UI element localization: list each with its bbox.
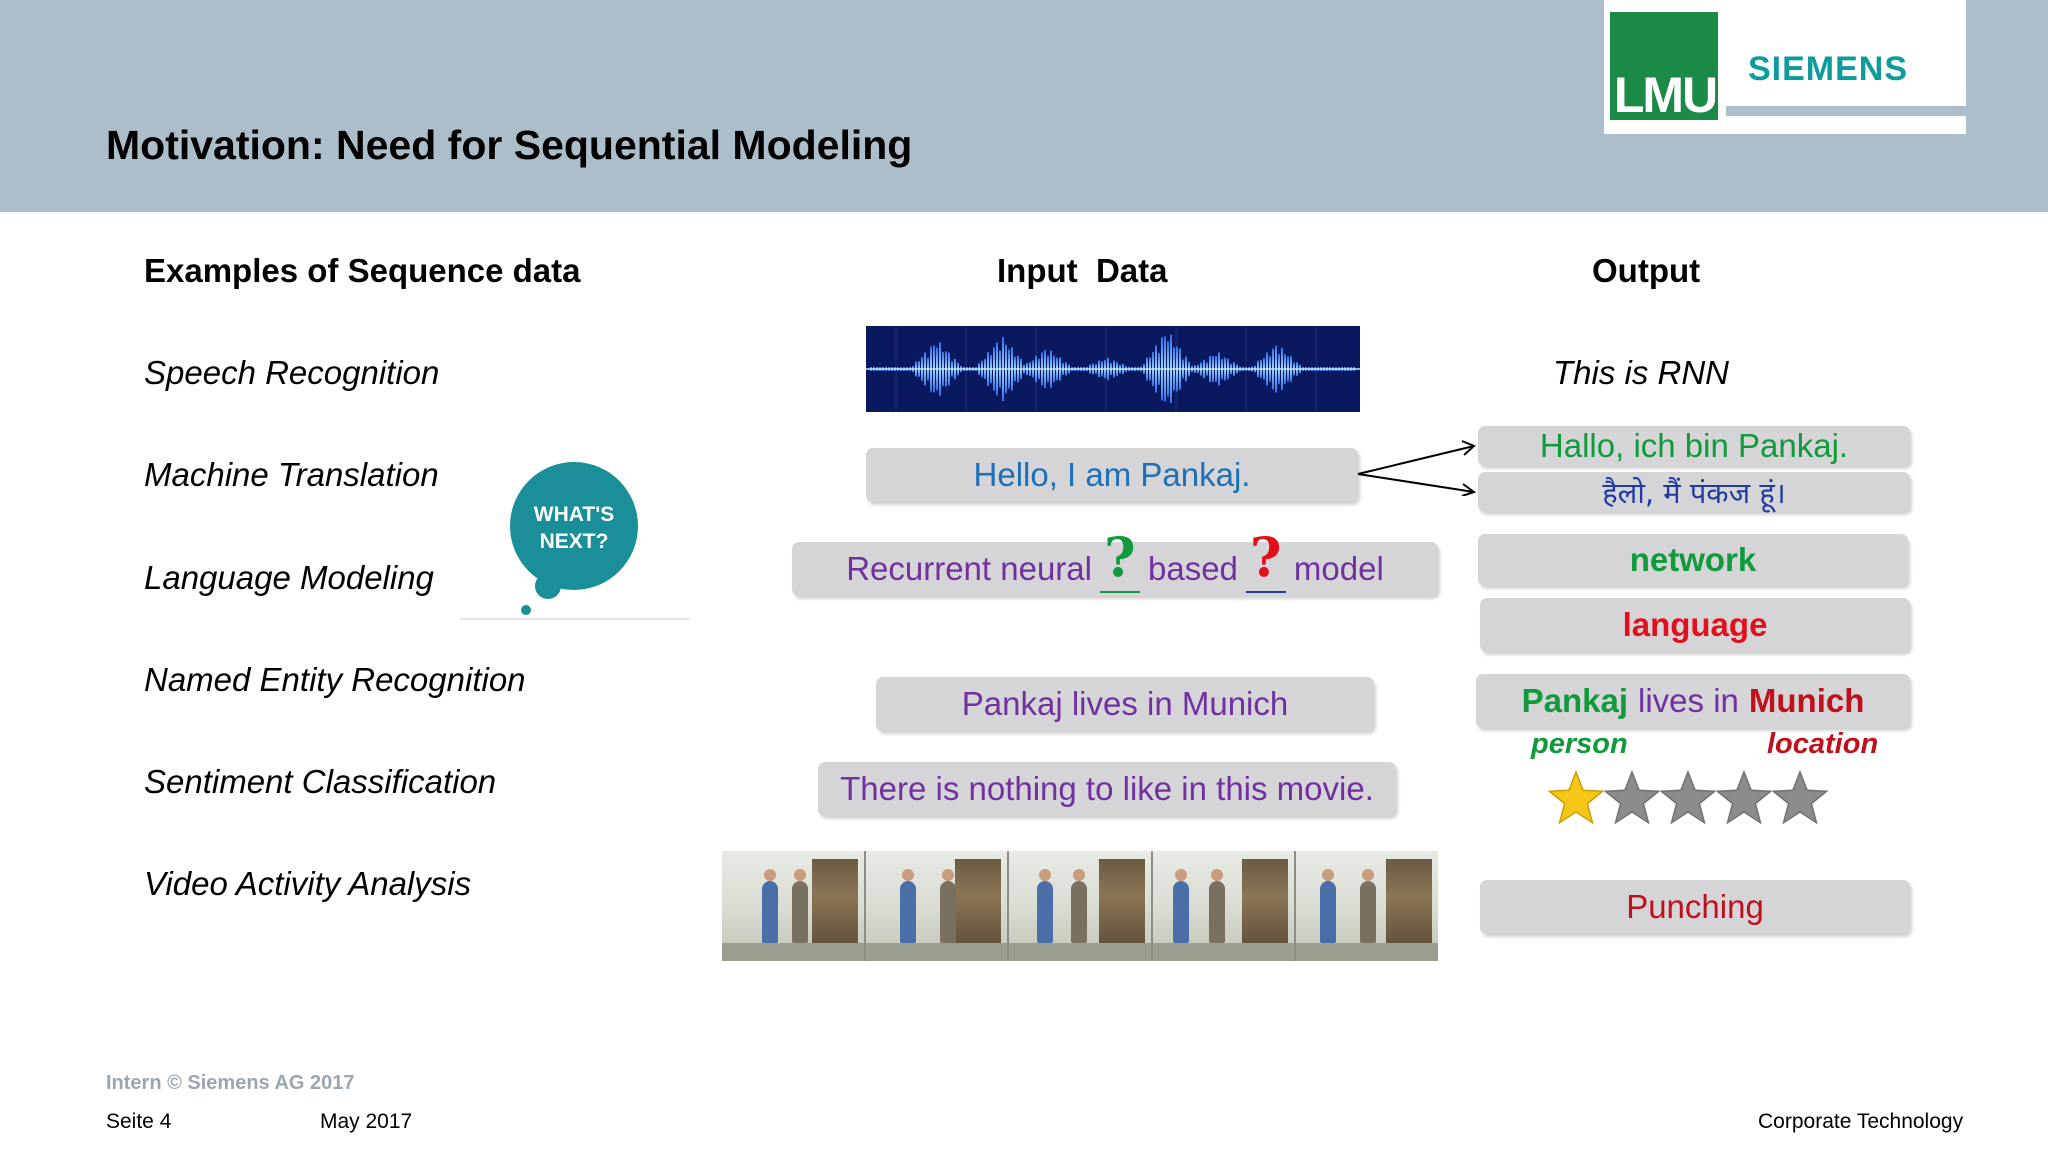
footer-copyright: Intern © Siemens AG 2017 bbox=[106, 1072, 355, 1094]
example-named-entity-recognition: Named Entity Recognition bbox=[144, 661, 526, 698]
siemens-logo: SIEMENS bbox=[1748, 50, 1909, 88]
question-mark-icon: ? bbox=[1103, 525, 1136, 589]
input-sentiment-box: There is nothing to like in this movie. bbox=[818, 762, 1396, 816]
output-video-text: Punching bbox=[1626, 888, 1764, 925]
speech-bubble-icon: WHAT'S NEXT? bbox=[460, 462, 690, 620]
output-speech-text: This is RNN bbox=[1553, 354, 1730, 391]
input-lm-box: Recurrent neural ? based ? model bbox=[792, 525, 1438, 596]
translation-arrows bbox=[1357, 440, 1477, 496]
output-translation-de-box: Hallo, ich bin Pankaj. bbox=[1478, 426, 1910, 466]
input-lm-part1: Recurrent neural bbox=[846, 550, 1092, 587]
output-lm-word1: network bbox=[1629, 541, 1757, 578]
example-sentiment-classification: Sentiment Classification bbox=[144, 763, 497, 800]
lm-blank-2: ? bbox=[1245, 525, 1286, 593]
speech-waveform bbox=[866, 326, 1360, 412]
waveform-graphic bbox=[866, 326, 1360, 412]
lmu-logo bbox=[1610, 12, 1718, 120]
column-header-input: Input Data bbox=[997, 252, 1168, 289]
output-lm-word2: language bbox=[1622, 606, 1768, 643]
input-lm-part3: model bbox=[1293, 550, 1384, 587]
column-header-output: Output bbox=[1592, 252, 1701, 289]
output-ner-box: Pankaj lives in Munich bbox=[1476, 674, 1910, 728]
input-sentiment-text: There is nothing to like in this movie. bbox=[840, 770, 1374, 807]
question-mark-icon: ? bbox=[1249, 525, 1282, 589]
whats-next-bubble: WHAT'S NEXT? bbox=[460, 460, 690, 620]
video-frame bbox=[1009, 851, 1153, 961]
column-header-examples: Examples of Sequence data bbox=[144, 252, 581, 289]
arrow-icon bbox=[1357, 445, 1475, 475]
footer-date: May 2017 bbox=[320, 1110, 413, 1133]
output-translation-hi-box: हैलो, मैं पंकज हूं। bbox=[1478, 472, 1910, 512]
input-translation-text: Hello, I am Pankaj. bbox=[973, 456, 1251, 493]
star-empty-icon bbox=[1771, 770, 1829, 825]
ner-tag-location: location bbox=[1767, 728, 1879, 760]
video-frame bbox=[1152, 851, 1297, 961]
output-ner-middle: lives in bbox=[1638, 682, 1739, 719]
video-frame bbox=[865, 851, 1010, 961]
lm-blank-1: ? bbox=[1099, 525, 1140, 593]
input-ner-text: Pankaj lives in Munich bbox=[961, 685, 1289, 722]
example-speech-recognition: Speech Recognition bbox=[144, 354, 440, 391]
footer-page: Seite 4 bbox=[106, 1110, 172, 1133]
bubble-line-1: WHAT'S bbox=[534, 503, 614, 526]
input-translation-box: Hello, I am Pankaj. bbox=[866, 448, 1358, 502]
output-translation-de-text: Hallo, ich bin Pankaj. bbox=[1539, 427, 1849, 464]
output-lm-word2-box: language bbox=[1480, 598, 1910, 652]
input-ner-box: Pankaj lives in Munich bbox=[876, 677, 1374, 731]
example-language-modeling: Language Modeling bbox=[144, 559, 434, 596]
lmu-logo-text: LMU bbox=[1613, 67, 1718, 123]
example-machine-translation: Machine Translation bbox=[144, 456, 439, 493]
output-ner-person: Pankaj bbox=[1521, 682, 1629, 719]
video-frame bbox=[1296, 851, 1438, 961]
output-video-box: Punching bbox=[1480, 880, 1910, 934]
ner-tag-person: person bbox=[1531, 728, 1628, 760]
logo-divider bbox=[1726, 106, 1966, 116]
input-lm-part2: based bbox=[1147, 550, 1238, 587]
output-lm-word1-box: network bbox=[1478, 534, 1908, 586]
output-ner-location: Munich bbox=[1748, 682, 1865, 719]
bubble-line-2: NEXT? bbox=[540, 530, 609, 553]
arrow-icon bbox=[1357, 473, 1475, 493]
example-video-activity-analysis: Video Activity Analysis bbox=[144, 865, 472, 902]
footer-department: Corporate Technology bbox=[1758, 1110, 1964, 1133]
video-frames-strip bbox=[722, 851, 1438, 961]
star-empty-icon bbox=[1659, 770, 1717, 825]
sentiment-rating bbox=[1547, 770, 1829, 825]
star-empty-icon bbox=[1715, 770, 1773, 825]
video-frame bbox=[722, 851, 866, 961]
output-translation-hi-text: हैलो, मैं पंकज हूं। bbox=[1602, 475, 1786, 510]
star-empty-icon bbox=[1603, 770, 1661, 825]
star-filled-icon bbox=[1547, 770, 1605, 825]
slide-title: Motivation: Need for Sequential Modeling bbox=[106, 122, 913, 168]
